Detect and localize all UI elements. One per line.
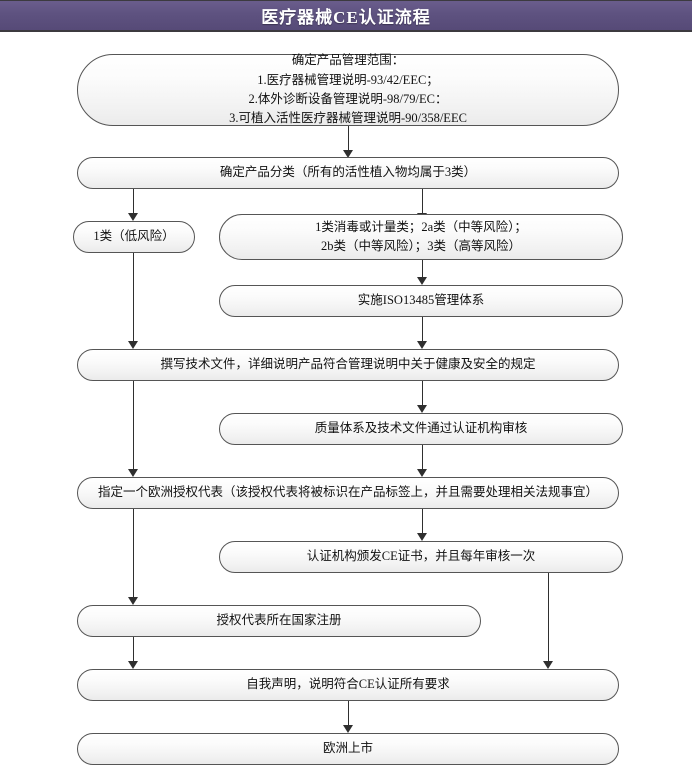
connector-classification-to-class-other bbox=[422, 189, 423, 217]
arrowhead-authorized-rep-right bbox=[417, 469, 427, 477]
flow-node-authorized-rep[interactable]: 指定一个欧洲授权代表（该授权代表将被标识在产品标签上，并且需要处理相关法规事宜） bbox=[77, 477, 619, 509]
flow-node-iso13485-text: 实施ISO13485管理体系 bbox=[246, 291, 596, 310]
flow-node-authorized-rep-line-1: 指定一个欧洲授权代表（该授权代表将被标识在产品标签上，并且需要处理相关法规事宜） bbox=[97, 485, 598, 500]
flow-node-class-other-risk-line-2: 2b类（中等风险）；3类（高等风险） bbox=[320, 239, 521, 253]
connector-technical-file-to-authorized-rep bbox=[133, 381, 134, 473]
flow-node-market-eu[interactable]: 欧洲上市 bbox=[77, 733, 619, 765]
connector-classification-to-class1 bbox=[133, 189, 134, 217]
arrowhead-market-eu bbox=[343, 725, 353, 733]
flow-node-audit-line-1: 质量体系及技术文件通过认证机构审核 bbox=[314, 421, 528, 436]
flow-node-technical-file-text: 撰写技术文件，详细说明产品符合管理说明中关于健康及安全的规定 bbox=[104, 355, 592, 374]
arrowhead-classification bbox=[343, 150, 353, 158]
flow-node-ce-certificate-line-1: 认证机构颁发CE证书，并且每年审核一次 bbox=[306, 549, 536, 564]
connector-technical-file-to-audit bbox=[422, 381, 423, 409]
arrowhead-audit bbox=[417, 405, 427, 413]
flow-node-authorized-rep-text: 指定一个欧洲授权代表（该授权代表将被标识在产品标签上，并且需要处理相关法规事宜） bbox=[92, 483, 604, 502]
flow-node-class1-low-risk-text: 1类（低风险） bbox=[84, 227, 184, 246]
flow-node-iso13485[interactable]: 实施ISO13485管理体系 bbox=[219, 285, 623, 317]
flow-node-class-other-risk-line-1: 1类消毒或计量类；2a类（中等风险）； bbox=[315, 219, 527, 234]
flow-node-class1-low-risk[interactable]: 1类（低风险） bbox=[73, 221, 195, 253]
flow-node-scope-line-4: 3.可植入活性医疗器械管理说明-90/358/EEC bbox=[229, 111, 467, 126]
flow-node-classification[interactable]: 确定产品分类（所有的活性植入物均属于3类） bbox=[77, 157, 619, 189]
flow-node-technical-file-line-1: 撰写技术文件，详细说明产品符合管理说明中关于健康及安全的规定 bbox=[160, 357, 536, 372]
arrowhead-iso13485 bbox=[417, 277, 427, 285]
connector-audit-to-authorized-rep bbox=[422, 445, 423, 473]
connector-authorized-rep-to-country-registration bbox=[133, 509, 134, 601]
arrowhead-country-registration bbox=[128, 597, 138, 605]
flow-node-class1-low-risk-line-1: 1类（低风险） bbox=[93, 229, 175, 244]
flow-node-class-other-risk[interactable]: 1类消毒或计量类；2a类（中等风险）； 2b类（中等风险）；3类（高等风险） bbox=[219, 214, 623, 260]
connector-iso-to-technical-file bbox=[422, 317, 423, 345]
flowchart-canvas: 确定产品管理范围： 1.医疗器械管理说明-93/42/EEC； 2.体外诊断设备… bbox=[0, 32, 692, 765]
arrowhead-technical-file-right bbox=[417, 341, 427, 349]
arrowhead-technical-file-left bbox=[128, 341, 138, 349]
arrowhead-class1 bbox=[128, 213, 138, 221]
flow-node-class-other-risk-text: 1类消毒或计量类；2a类（中等风险）； 2b类（中等风险）；3类（高等风险） bbox=[246, 218, 596, 257]
page-title-bar: 医疗器械CE认证流程 bbox=[0, 0, 692, 32]
flow-node-self-declaration-text: 自我声明，说明符合CE认证所有要求 bbox=[104, 675, 592, 694]
flow-node-audit[interactable]: 质量体系及技术文件通过认证机构审核 bbox=[219, 413, 623, 445]
connector-country-registration-to-self-declaration bbox=[133, 637, 134, 665]
flow-node-technical-file[interactable]: 撰写技术文件，详细说明产品符合管理说明中关于健康及安全的规定 bbox=[77, 349, 619, 381]
connector-scope-to-classification bbox=[348, 126, 349, 154]
flow-node-scope[interactable]: 确定产品管理范围： 1.医疗器械管理说明-93/42/EEC； 2.体外诊断设备… bbox=[77, 51, 619, 129]
flow-node-classification-text: 确定产品分类（所有的活性植入物均属于3类） bbox=[104, 163, 592, 182]
flow-node-market-eu-line-1: 欧洲上市 bbox=[322, 741, 373, 756]
flow-node-scope-text: 确定产品管理范围： 1.医疗器械管理说明-93/42/EEC； 2.体外诊断设备… bbox=[104, 51, 592, 129]
connector-class1-to-technical-file bbox=[133, 253, 134, 345]
flow-node-audit-text: 质量体系及技术文件通过认证机构审核 bbox=[246, 419, 596, 438]
arrowhead-self-declaration-right bbox=[543, 661, 553, 669]
flow-node-country-registration-line-1: 授权代表所在国家注册 bbox=[216, 613, 342, 628]
connector-self-declaration-to-market-eu bbox=[348, 701, 349, 729]
flow-node-classification-line-1: 确定产品分类（所有的活性植入物均属于3类） bbox=[219, 165, 477, 180]
flow-node-country-registration[interactable]: 授权代表所在国家注册 bbox=[77, 605, 481, 637]
flow-node-ce-certificate[interactable]: 认证机构颁发CE证书，并且每年审核一次 bbox=[219, 541, 623, 573]
flow-node-market-eu-text: 欧洲上市 bbox=[104, 739, 592, 758]
page-title: 医疗器械CE认证流程 bbox=[261, 8, 431, 27]
flow-node-scope-line-1: 确定产品管理范围： bbox=[291, 53, 405, 68]
flow-node-country-registration-text: 授权代表所在国家注册 bbox=[104, 611, 454, 630]
flow-node-iso13485-line-1: 实施ISO13485管理体系 bbox=[357, 293, 485, 308]
arrowhead-self-declaration-left bbox=[128, 661, 138, 669]
connector-class-other-to-iso bbox=[422, 253, 423, 281]
flow-node-self-declaration[interactable]: 自我声明，说明符合CE认证所有要求 bbox=[77, 669, 619, 701]
flow-node-self-declaration-line-1: 自我声明，说明符合CE认证所有要求 bbox=[246, 677, 450, 692]
flow-node-ce-certificate-text: 认证机构颁发CE证书，并且每年审核一次 bbox=[246, 547, 596, 566]
flow-node-scope-line-2: 1.医疗器械管理说明-93/42/EEC； bbox=[257, 72, 439, 87]
arrowhead-authorized-rep-left bbox=[128, 469, 138, 477]
flow-node-scope-line-3: 2.体外诊断设备管理说明-98/79/EC： bbox=[248, 92, 448, 106]
connector-authorized-rep-to-ce-certificate bbox=[422, 509, 423, 537]
connector-ce-certificate-to-self-declaration bbox=[548, 573, 549, 665]
arrowhead-ce-certificate bbox=[417, 533, 427, 541]
